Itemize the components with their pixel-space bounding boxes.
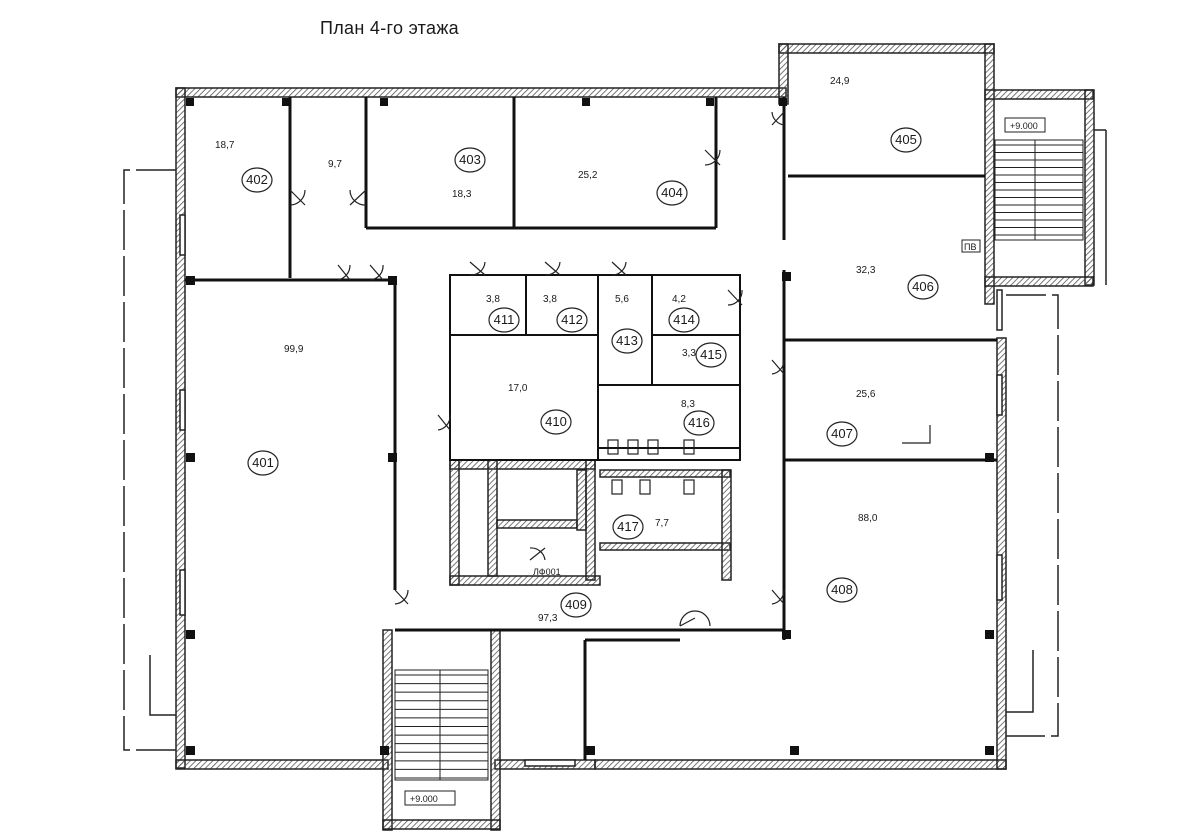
room-circle-412: [556, 307, 588, 333]
room-number-405: 405: [895, 132, 917, 147]
level-mark-top: +9.000: [1010, 121, 1038, 131]
elevator-label: ЛФ001: [533, 567, 561, 577]
stair-bottom: [394, 669, 489, 806]
room-circle-404: [656, 180, 688, 206]
plan-title: План 4-го этажа: [320, 18, 459, 38]
level-marks: +9.000 +9.000 ПВ ЛФ001: [410, 121, 1038, 804]
area-413: 5,6: [615, 294, 629, 305]
room-circle-415: [695, 342, 727, 368]
area-405: 24,9: [830, 76, 850, 87]
area-401: 99,9: [284, 344, 304, 355]
room-circle-402: [241, 167, 273, 193]
doors: [289, 111, 785, 627]
room-number-414: 414: [673, 312, 695, 327]
room-number-403: 403: [459, 152, 481, 167]
room-number-417: 417: [617, 519, 639, 534]
room-number-410: 410: [545, 414, 567, 429]
room-number-markers: 401 402 403 404 405 406 407 408 409 410 411 412 413 4…: [241, 127, 939, 618]
area-416: 8,3: [681, 399, 695, 410]
windows: [179, 214, 1003, 767]
facade-lines: [123, 129, 1107, 751]
area-corridor-top: 9,7: [328, 159, 342, 170]
room-number-416: 416: [688, 415, 710, 430]
area-404: 25,2: [578, 170, 598, 181]
room-circle-407: [826, 421, 858, 447]
room-circle-401: [247, 450, 279, 476]
room-number-411: 411: [494, 312, 515, 327]
room-circle-405: [890, 127, 922, 153]
room-circle-403: [454, 147, 486, 173]
area-411: 3,8: [486, 294, 500, 305]
room-number-415: 415: [700, 347, 722, 362]
area-417: 7,7: [655, 518, 669, 529]
room-circle-411: [488, 307, 520, 333]
stair-top: [994, 117, 1084, 241]
room-circle-408: [826, 577, 858, 603]
columns: [186, 98, 994, 755]
room-number-407: 407: [831, 426, 853, 441]
area-labels: 18,7 9,7 18,3 25,2 24,9 32,3 25,6 88,0 9…: [215, 76, 878, 624]
area-406: 32,3: [856, 265, 876, 276]
room-circle-406: [907, 274, 939, 300]
area-410: 17,0: [508, 383, 528, 394]
room-number-404: 404: [661, 185, 683, 200]
room-circle-414: [668, 307, 700, 333]
area-415: 3,3: [682, 348, 696, 359]
area-407: 25,6: [856, 389, 876, 400]
room-number-409: 409: [565, 597, 587, 612]
room-number-402: 402: [246, 172, 268, 187]
room-circle-410: [540, 409, 572, 435]
room-number-408: 408: [831, 582, 853, 597]
room-number-413: 413: [616, 333, 638, 348]
level-mark-bottom: +9.000: [410, 794, 438, 804]
room-circle-417: [612, 514, 644, 540]
room-circle-416: [683, 410, 715, 436]
room-number-406: 406: [912, 279, 934, 294]
area-409: 97,3: [538, 613, 558, 624]
area-402: 18,7: [215, 140, 235, 151]
interior-walls: [185, 97, 997, 760]
area-408: 88,0: [858, 513, 878, 524]
room-circle-409: [560, 592, 592, 618]
area-414: 4,2: [672, 294, 686, 305]
shaft-label: ПВ: [964, 242, 976, 252]
room-circle-413: [611, 328, 643, 354]
room-number-401: 401: [252, 455, 274, 470]
area-403: 18,3: [452, 189, 472, 200]
room-number-412: 412: [561, 312, 583, 327]
area-412: 3,8: [543, 294, 557, 305]
core-walls: [449, 274, 741, 461]
sanitary-fixtures: [607, 425, 931, 495]
outer-walls: [175, 43, 1095, 831]
